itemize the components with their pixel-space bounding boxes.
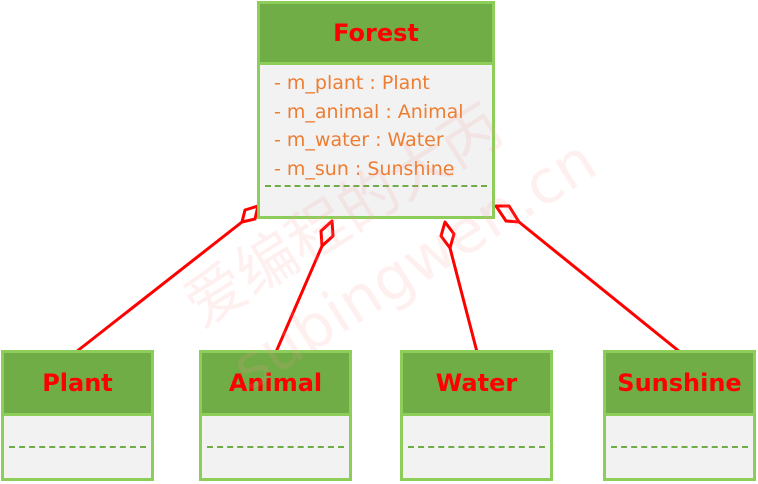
attribute-m-water: - m_water : Water [274, 129, 444, 151]
connector-line-animal [274, 245, 324, 353]
operations-separator-sunshine [611, 446, 748, 448]
connector-line-plant [75, 220, 243, 354]
attribute-m-sun: - m_sun : Sunshine [274, 157, 455, 180]
class-name-water: Water [403, 353, 550, 416]
aggregation-diamond-water [439, 220, 456, 250]
connector-line-water [448, 247, 479, 353]
class-name-forest: Forest [260, 4, 492, 65]
attribute-m-animal: - m_animal : Animal [274, 100, 464, 123]
operations-separator-plant [9, 446, 146, 448]
class-box-animal: Animal [199, 350, 352, 481]
attribute-m-plant: - m_plant : Plant [274, 72, 430, 94]
operations-separator-water [408, 446, 545, 448]
class-name-sunshine: Sunshine [606, 353, 753, 416]
class-box-plant: Plant [1, 350, 154, 481]
class-name-animal: Animal [202, 353, 349, 416]
class-name-plant: Plant [4, 353, 151, 416]
class-box-forest: Forest - m_plant : Plant - m_animal : An… [257, 1, 495, 219]
class-box-sunshine: Sunshine [603, 350, 756, 481]
aggregation-diamond-sunshine [494, 204, 521, 224]
connector-line-sunshine [518, 220, 681, 354]
class-box-water: Water [400, 350, 553, 481]
operations-separator-animal [207, 446, 344, 448]
aggregation-diamond-plant [240, 204, 260, 224]
operations-separator-forest [265, 185, 487, 187]
attribute-list-forest: - m_plant : Plant - m_animal : Animal - … [260, 65, 492, 183]
aggregation-diamond-animal [319, 219, 335, 248]
